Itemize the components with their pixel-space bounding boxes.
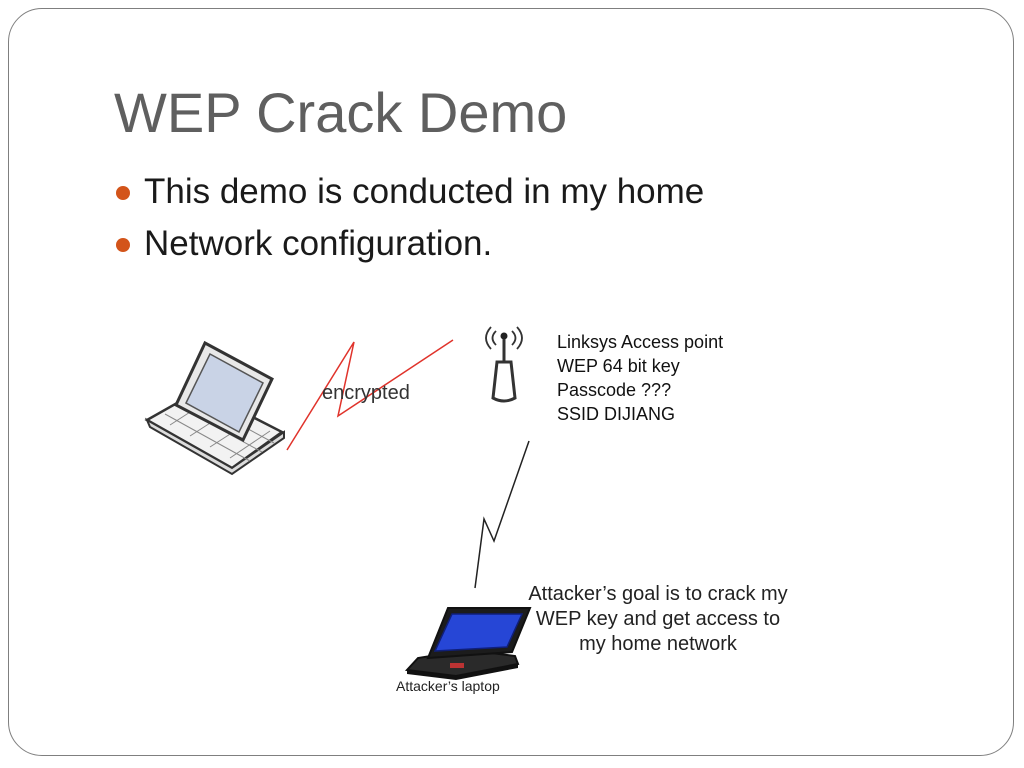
- encrypted-label: encrypted: [322, 382, 410, 404]
- ap-info-line: WEP 64 bit key: [557, 356, 680, 376]
- ap-info-line: Passcode ???: [557, 380, 672, 400]
- bullet-text: This demo is conducted in my home: [144, 172, 705, 211]
- bullet-text: Network configuration.: [144, 224, 493, 263]
- ap-info-line: Linksys Access point: [557, 332, 724, 352]
- attacker-laptop-icon: [404, 607, 532, 680]
- attacker-laptop-label: Attacker’s laptop: [396, 678, 500, 694]
- bullet-item: This demo is conducted in my home: [112, 166, 704, 218]
- bullet-item: Network configuration.: [112, 218, 704, 270]
- bullet-dot-icon: [116, 186, 130, 200]
- slide-title: WEP Crack Demo: [114, 81, 568, 144]
- home-laptop-icon: [144, 340, 285, 476]
- access-point-info: Linksys Access point WEP 64 bit key Pass…: [557, 330, 723, 426]
- ap-info-line: SSID DIJIANG: [557, 404, 676, 424]
- encrypted-link-line: [286, 339, 454, 451]
- attacker-goal-text: Attacker’s goal is to crack my WEP key a…: [528, 583, 788, 655]
- access-point-icon: [485, 326, 523, 403]
- attack-link-line: [474, 440, 530, 589]
- bullet-dot-icon: [116, 238, 130, 252]
- bullet-list: This demo is conducted in my home Networ…: [112, 166, 704, 270]
